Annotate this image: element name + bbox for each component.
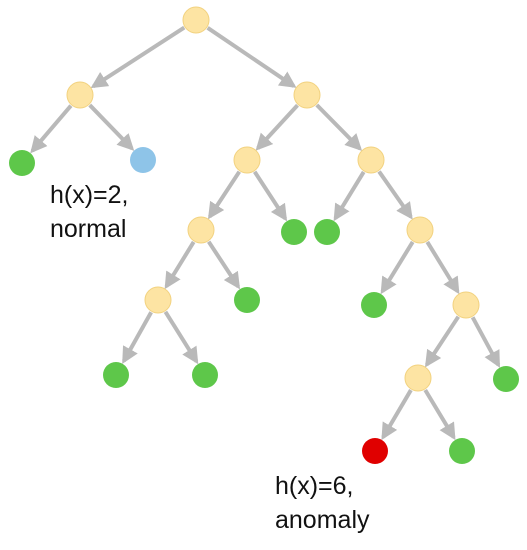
leaf-node-leaf-i	[449, 438, 475, 464]
edge-n8-to-leaf-h	[470, 316, 501, 368]
edge-n2-to-n4	[315, 103, 363, 151]
edge-n6-to-n8	[425, 240, 460, 295]
internal-node-n2	[293, 81, 321, 109]
leaf-node-leaf-g	[192, 362, 218, 388]
internal-node-n3	[233, 146, 261, 174]
internal-node-n4	[357, 146, 385, 174]
edge-n4-to-n6	[377, 170, 413, 220]
anomaly-point-leaf-node	[362, 438, 388, 464]
edge-n7-to-leaf-f	[122, 311, 153, 364]
leaf-node-leaf-e	[361, 292, 387, 318]
edge-n3-to-leaf-b	[252, 170, 288, 222]
leaf-node-leaf-b	[281, 219, 307, 245]
normal-path-length-label: h(x)=2, normal	[50, 178, 129, 246]
anomaly-path-length-label: h(x)=6, anomaly	[275, 469, 370, 537]
internal-node-n7	[144, 286, 172, 314]
edge-n1-to-normal-leaf	[88, 103, 135, 151]
internal-node-n6	[406, 216, 434, 244]
anomaly-classification-text: anomaly	[275, 506, 370, 534]
edge-n1-to-leaf-a	[30, 104, 73, 154]
edge-n7-to-leaf-g	[163, 310, 199, 365]
leaf-node-leaf-h	[493, 366, 519, 392]
normal-classification-text: normal	[50, 215, 127, 243]
edge-n2-to-n3	[255, 103, 299, 151]
edge-root-to-n1	[90, 25, 186, 89]
tree-nodes	[9, 6, 519, 464]
internal-node-n1	[66, 81, 94, 109]
edge-n9-to-leaf-i	[423, 388, 456, 441]
edge-n8-to-n9	[424, 315, 460, 368]
tree-edges	[30, 25, 501, 441]
normal-path-length-text: h(x)=2,	[50, 181, 129, 209]
edge-n4-to-leaf-c	[333, 170, 366, 222]
leaf-node-leaf-c	[314, 219, 340, 245]
leaf-node-leaf-a	[9, 150, 35, 176]
edge-n3-to-n5	[207, 170, 241, 220]
edge-n6-to-leaf-e	[380, 240, 415, 295]
edge-n5-to-leaf-d	[207, 240, 241, 290]
anomaly-path-length-text: h(x)=6,	[275, 472, 354, 500]
internal-node-n8	[452, 291, 480, 319]
leaf-node-leaf-d	[234, 287, 260, 313]
internal-node-root	[182, 6, 210, 34]
internal-node-n9	[404, 364, 432, 392]
leaf-node-leaf-f	[103, 362, 129, 388]
edge-n9-to-anomaly-leaf	[381, 389, 413, 441]
internal-node-n5	[187, 216, 215, 244]
edge-root-to-n2	[206, 26, 297, 88]
normal-point-leaf-node	[130, 147, 156, 173]
edge-n5-to-n7	[164, 240, 196, 290]
